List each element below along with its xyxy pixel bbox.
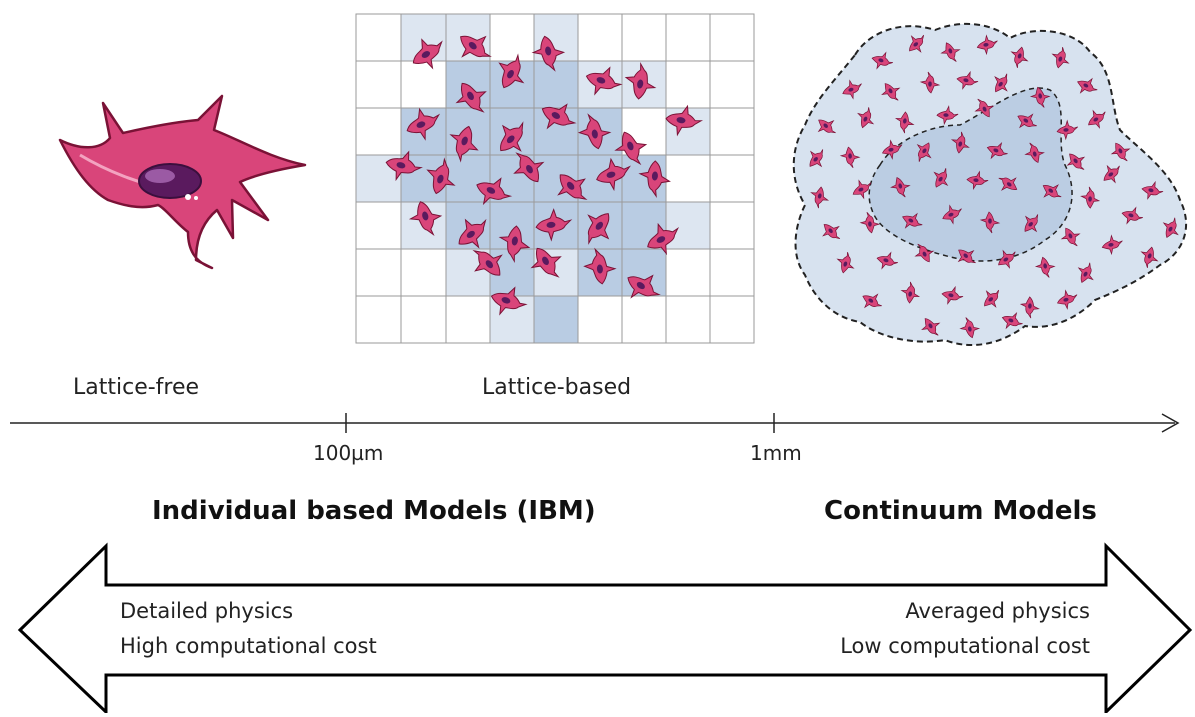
lattice-based-grid	[355, 13, 755, 344]
lattice-free-label: Lattice-free	[73, 375, 200, 400]
continuum-property-cost: Low computational cost	[840, 634, 1090, 658]
scale-tick-label-100um: 100µm	[313, 441, 384, 465]
continuum-title: Continuum Models	[824, 496, 1097, 526]
length-scale-axis	[10, 413, 1180, 433]
lattice-based-label: Lattice-based	[482, 375, 632, 400]
continuum-property-physics: Averaged physics	[905, 599, 1090, 623]
lattice-free-cell-illustration	[58, 94, 307, 270]
continuum-tissue-illustration	[792, 22, 1188, 346]
ibm-property-cost: High computational cost	[120, 634, 377, 658]
scale-tick-label-1mm: 1mm	[750, 441, 802, 465]
ibm-title: Individual based Models (IBM)	[152, 496, 596, 526]
ibm-property-physics: Detailed physics	[120, 599, 294, 623]
double-headed-arrow	[17, 542, 1193, 716]
